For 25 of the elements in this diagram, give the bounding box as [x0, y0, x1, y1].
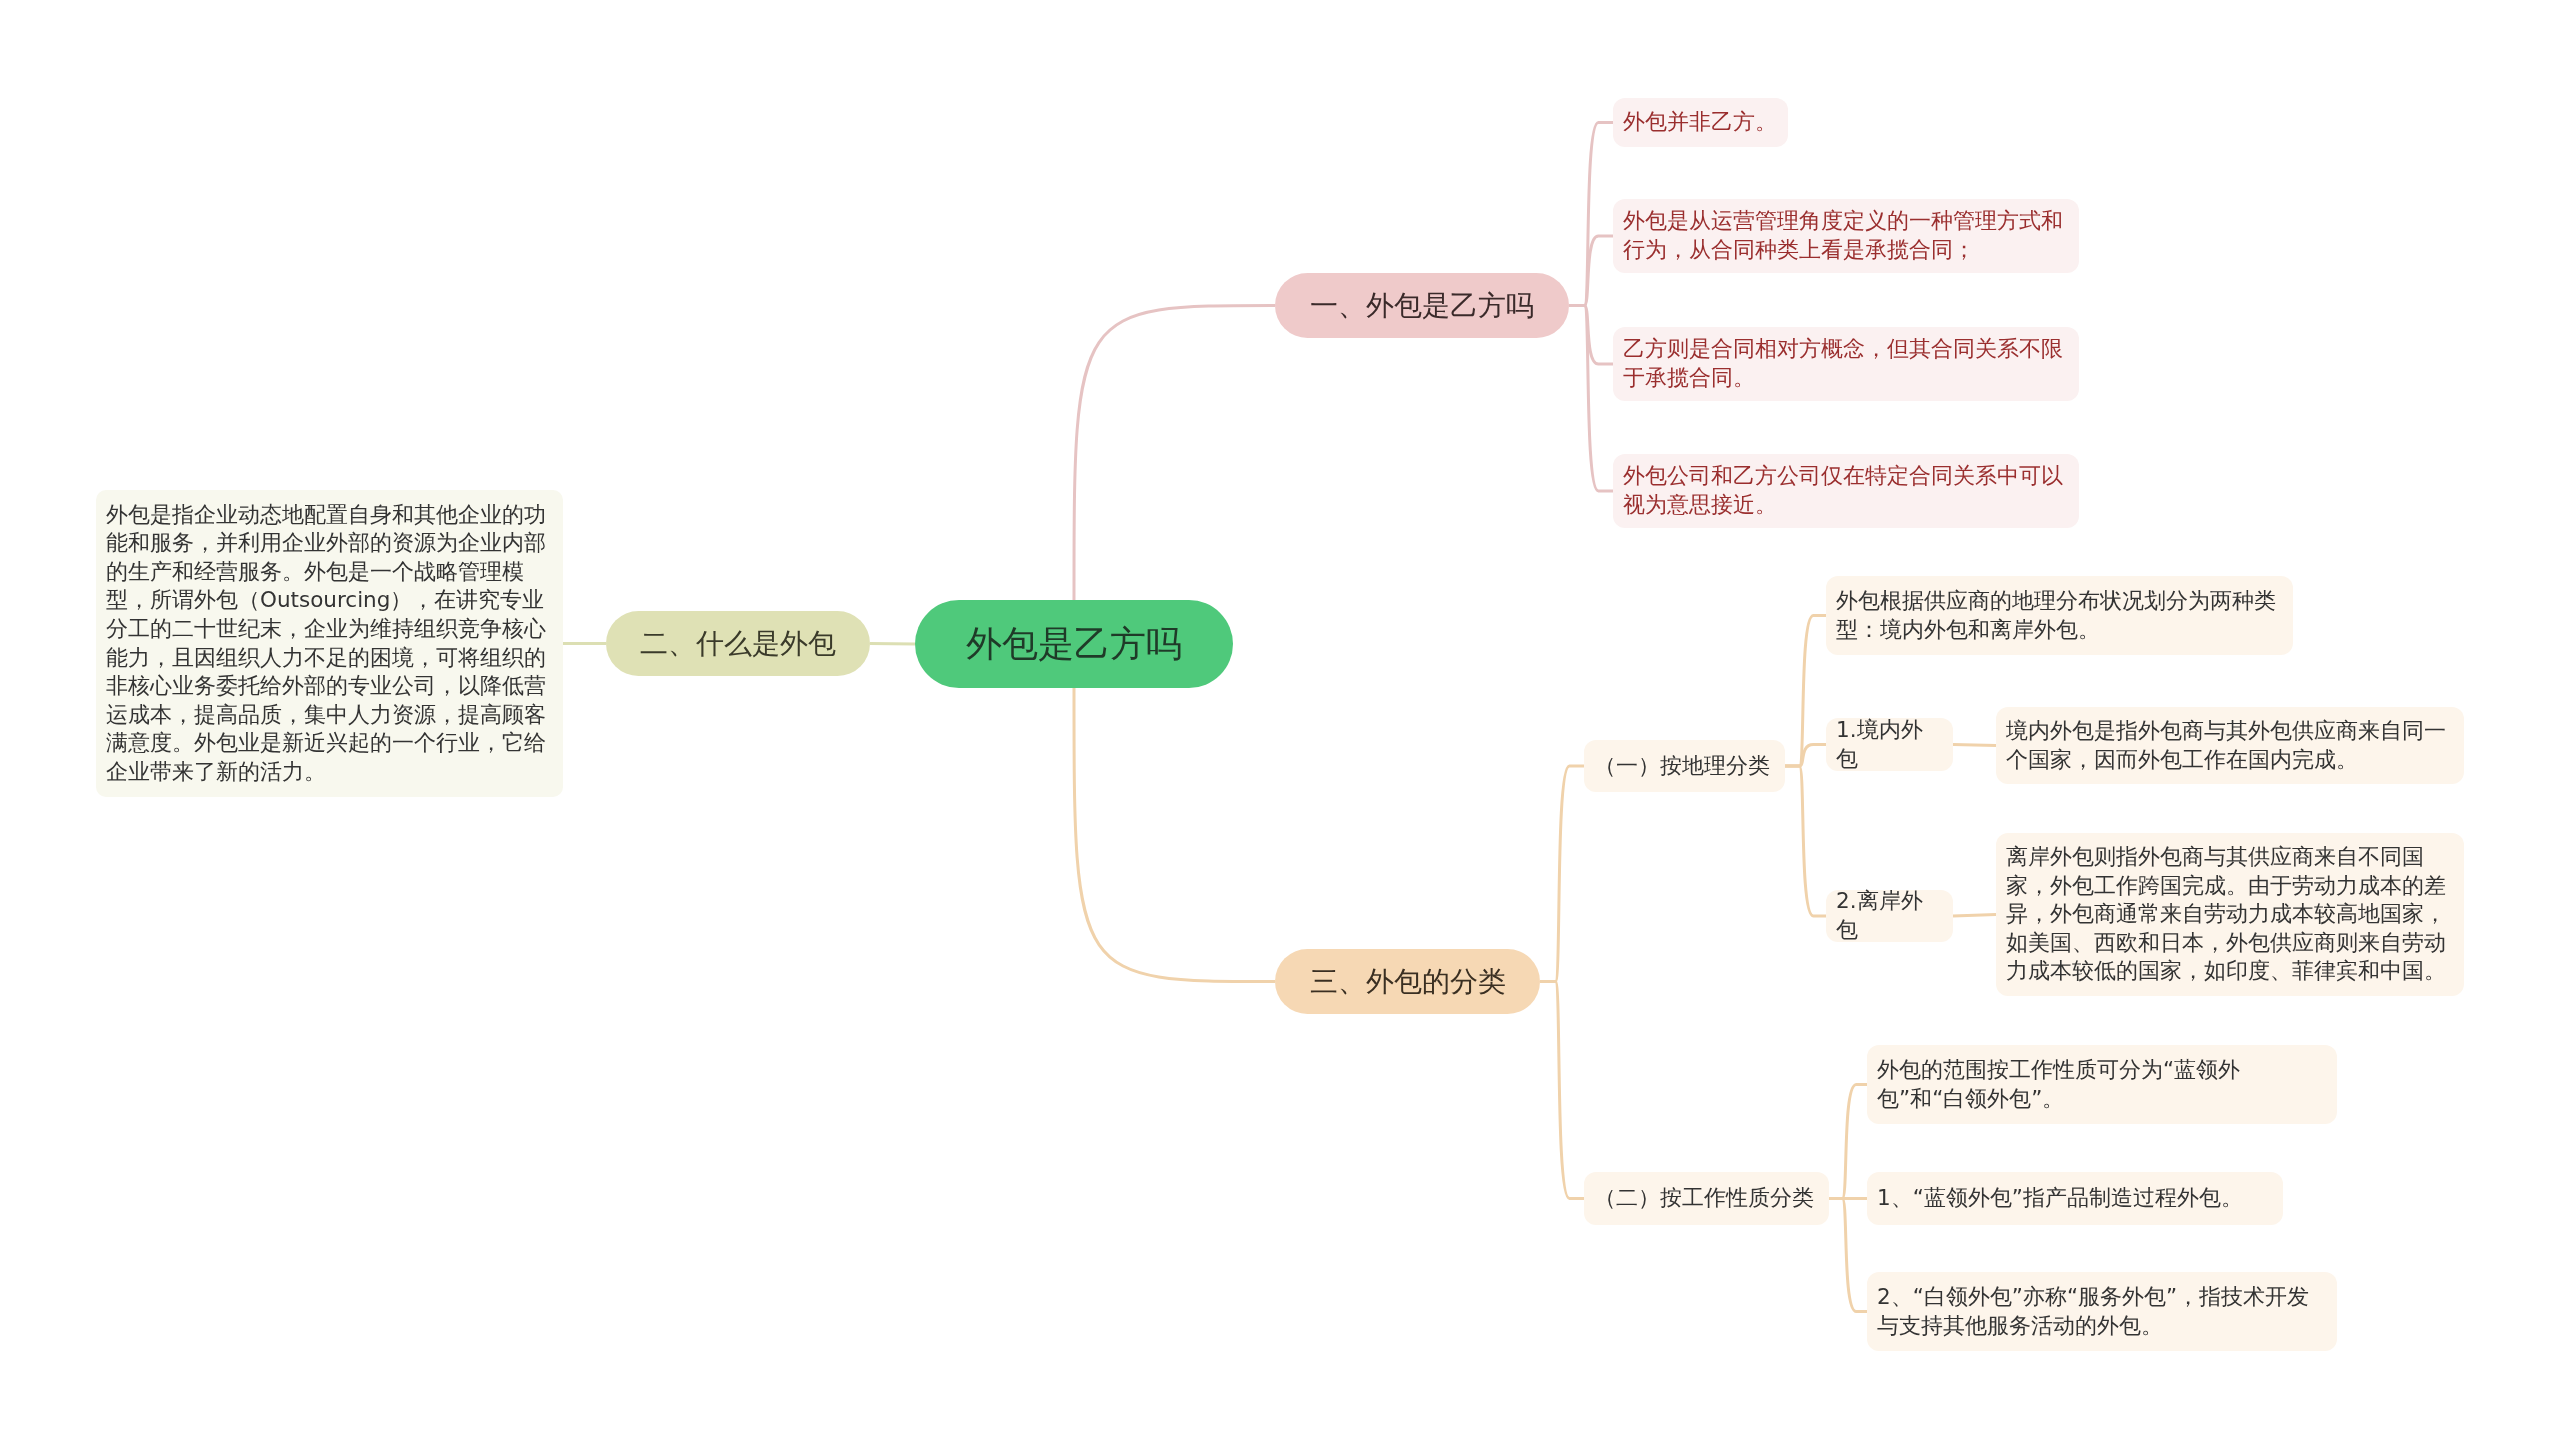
connector-line — [870, 642, 915, 646]
topic-box: 外包并非乙方。 — [1613, 98, 1788, 147]
topic-box: 1、“蓝领外包”指产品制造过程外包。 — [1867, 1172, 2283, 1225]
branch-topic: 二、什么是外包 — [606, 611, 870, 676]
branch-topic: 一、外包是乙方吗 — [1275, 273, 1569, 338]
topic-box: 乙方则是合同相对方概念，但其合同关系不限于承揽合同。 — [1613, 327, 2079, 401]
connector-line — [1072, 304, 1275, 600]
topic-box: 外包是从运营管理角度定义的一种管理方式和行为，从合同种类上看是承揽合同； — [1613, 199, 2079, 273]
topic-box: 2、“白领外包”亦称“服务外包”，指技术开发与支持其他服务活动的外包。 — [1867, 1272, 2337, 1351]
topic-box: 2.离岸外包 — [1826, 890, 1953, 942]
connector-line — [1952, 913, 1997, 918]
topic-box: （一）按地理分类 — [1584, 740, 1785, 792]
connector-line — [1072, 688, 1275, 983]
root-topic: 外包是乙方吗 — [915, 600, 1233, 688]
text-box: 外包是指企业动态地配置自身和其他企业的功能和服务，并利用企业外部的资源为企业内部的生产和经营服务。外包是一个战略管理模型，所谓外包（Outsourcing），在讲究专业分工的二十世纪末，企业为维持组织竞争核心能力，且因组织人力不足的困境，可将组织的非核心业务委托给外部的专业公司，以降低营运成本，提高品质，集中人力资源，提高顾客满意度。外包业是新近兴起的一个行业，它给企业带来了新的活力。 — [96, 490, 563, 797]
topic-box: 离岸外包则指外包商与其供应商来自不同国家，外包工作跨国完成。由于劳动力成本的差异，外包商通常来自劳动力成本较高地国家，如美国、西欧和日本，外包供应商则来自劳动力成本较低的国家，如印度、菲律宾和中国。 — [1996, 833, 2464, 996]
topic-box: 外包根据供应商的地理分布状况划分为两种类型：境内外包和离岸外包。 — [1826, 576, 2293, 655]
topic-box: 1.境内外包 — [1826, 718, 1953, 771]
branch-topic: 三、外包的分类 — [1275, 949, 1540, 1014]
connector-line — [1952, 743, 1997, 747]
topic-box: （二）按工作性质分类 — [1584, 1172, 1829, 1225]
topic-box: 外包的范围按工作性质可分为“蓝领外包”和“白领外包”。 — [1867, 1045, 2337, 1124]
topic-box: 外包公司和乙方公司仅在特定合同关系中可以视为意思接近。 — [1613, 454, 2079, 528]
topic-box: 境内外包是指外包商与其外包供应商来自同一个国家，因而外包工作在国内完成。 — [1996, 707, 2464, 784]
connector-line — [563, 642, 606, 645]
